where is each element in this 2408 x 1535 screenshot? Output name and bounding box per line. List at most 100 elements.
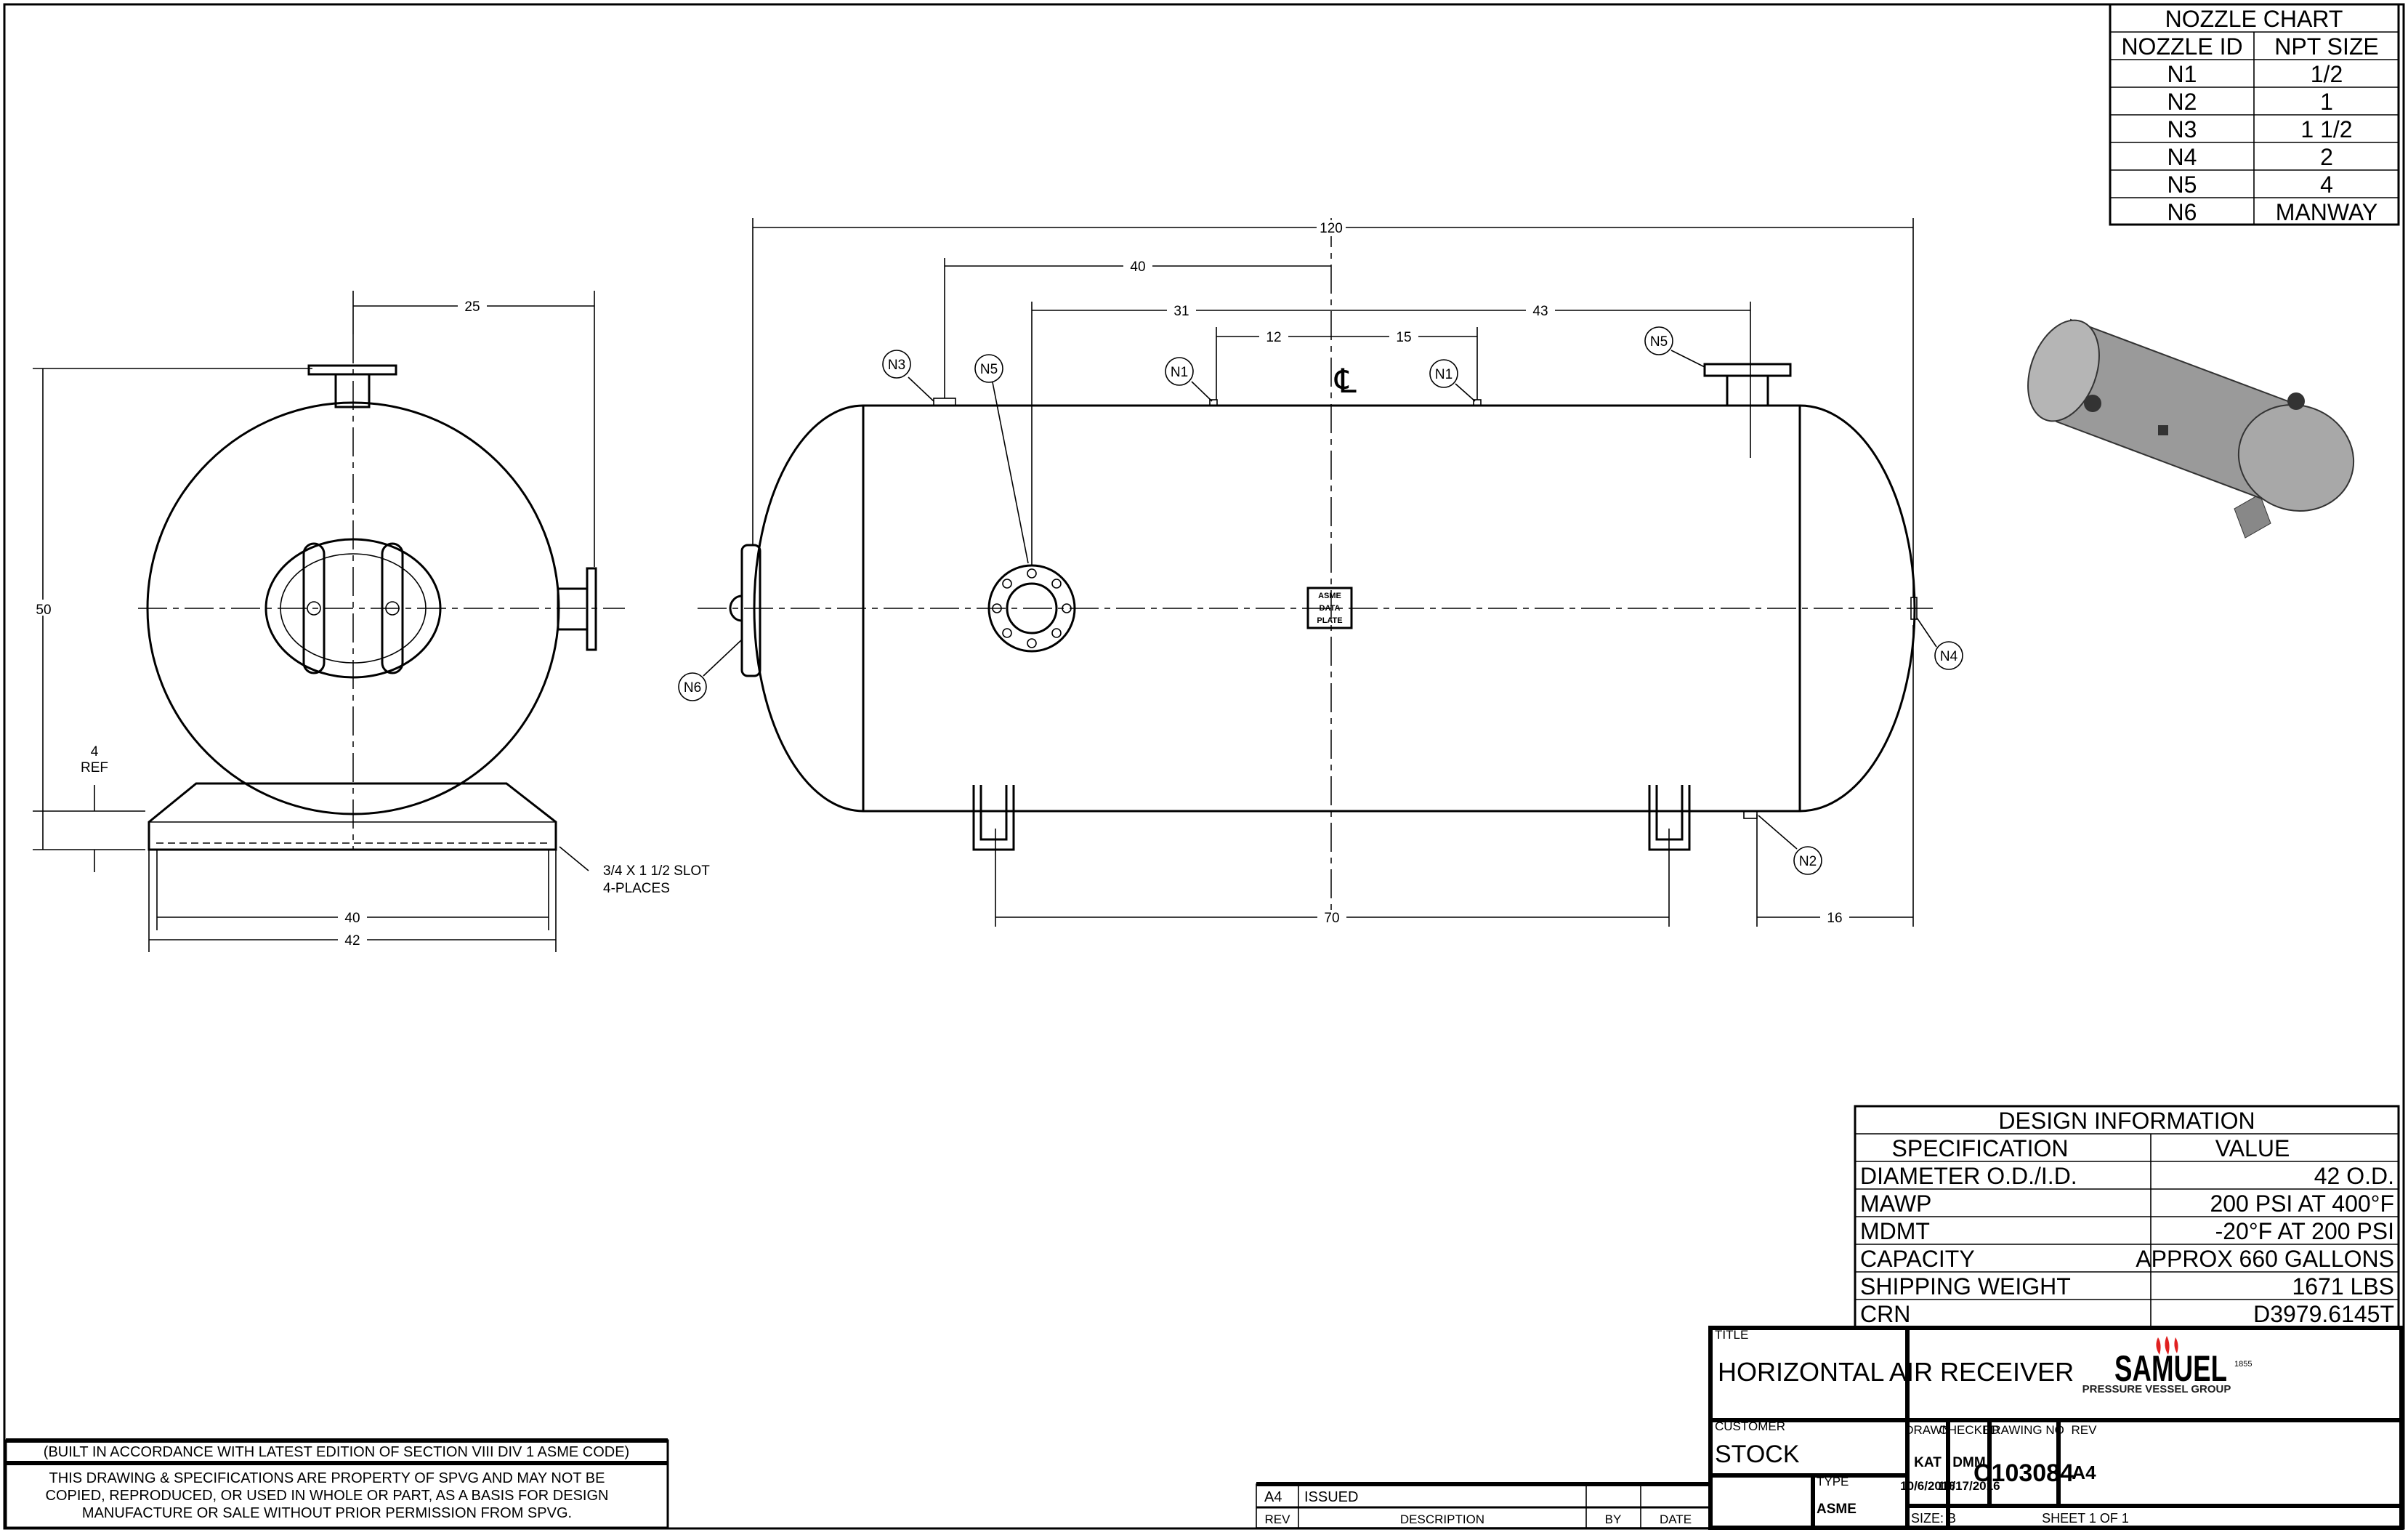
spec-value: -20°F AT 200 PSI: [2215, 1218, 2394, 1244]
nozzle-size: MANWAY: [2276, 199, 2377, 225]
spec-value: 1671 LBS: [2292, 1273, 2394, 1300]
nozzle-size: 1 1/2: [2300, 116, 2352, 142]
callout-n1: N1: [1435, 367, 1453, 382]
callout-n2: N2: [1799, 854, 1817, 869]
sheet-size-label: SIZE: B: [1911, 1511, 1956, 1526]
dim-4: 4: [91, 744, 99, 760]
rev-header-date: DATE: [1660, 1512, 1692, 1526]
callout-n4: N4: [1940, 649, 1958, 664]
side-view: ASME DATA PLATE ℄ 120 40 31 43 12 15 70 …: [678, 218, 1963, 927]
spec-label: MAWP: [1860, 1190, 1931, 1217]
drawing-title: HORIZONTAL AIR RECEIVER: [1718, 1357, 2074, 1387]
property-note: THIS DRAWING & SPECIFICATIONS ARE PROPER…: [49, 1470, 605, 1486]
nozzle-id: N2: [2167, 89, 2197, 115]
nozzle-id: N4: [2167, 144, 2197, 170]
nozzle-header-size: NPT SIZE: [2274, 33, 2378, 60]
nozzle-id: N3: [2167, 116, 2197, 142]
rev-label: REV: [2072, 1423, 2098, 1437]
spec-value: 200 PSI AT 400°F: [2210, 1190, 2394, 1217]
nozzle-header-id: NOZZLE ID: [2121, 33, 2242, 60]
type-label: TYPE: [1817, 1475, 1849, 1488]
spec-label: CAPACITY: [1860, 1246, 1975, 1272]
nozzle-chart: NOZZLE CHART NOZZLE ID NPT SIZE N1 1/2 N2…: [2109, 3, 2400, 226]
customer-value: STOCK: [1715, 1441, 1800, 1468]
spec-label: MDMT: [1860, 1218, 1930, 1244]
dim-31: 31: [1173, 304, 1189, 319]
data-plate-text: PLATE: [1317, 616, 1342, 625]
rev-value: A4: [2072, 1462, 2096, 1483]
dim-25: 25: [464, 299, 480, 315]
property-note: COPIED, REPRODUCED, OR USED IN WHOLE OR …: [46, 1488, 609, 1504]
nozzle-chart-title: NOZZLE CHART: [2165, 6, 2343, 32]
rev-header-rev: REV: [1265, 1512, 1291, 1526]
spec-label: CRN: [1860, 1301, 1910, 1327]
data-plate-text: ASME: [1318, 592, 1341, 600]
drawing-no-label: DRAWING NO: [1983, 1423, 2064, 1437]
dim-43: 43: [1532, 304, 1548, 319]
dim-16: 16: [1827, 911, 1842, 926]
notes-block: (BUILT IN ACCORDANCE WITH LATEST EDITION…: [4, 1438, 669, 1529]
nozzle-id: N5: [2167, 172, 2197, 198]
dim-4-ref: REF: [81, 760, 108, 775]
spec-label: SHIPPING WEIGHT: [1860, 1273, 2071, 1300]
spec-value: APPROX 660 GALLONS: [2136, 1246, 2394, 1272]
asme-code-note: (BUILT IN ACCORDANCE WITH LATEST EDITION…: [44, 1444, 629, 1460]
dim-12: 12: [1266, 330, 1281, 345]
design-header-spec: SPECIFICATION: [1892, 1135, 2069, 1161]
callout-n5: N5: [1650, 334, 1668, 350]
drawn-label: DRAWN: [1904, 1423, 1951, 1437]
slot-note: 3/4 X 1 1/2 SLOT: [603, 863, 710, 879]
title-label: TITLE: [1715, 1328, 1748, 1342]
nozzle-size: 1: [2320, 89, 2333, 115]
dim-120: 120: [1320, 221, 1343, 236]
spec-label: DIAMETER O.D./I.D.: [1860, 1163, 2077, 1189]
data-plate: [1306, 587, 1353, 629]
dim-42: 42: [344, 933, 360, 948]
checked-by: DMM: [1952, 1455, 1985, 1470]
checked-date: 10/17/2016: [1938, 1479, 2000, 1493]
dim-70: 70: [1324, 911, 1339, 926]
checked-label: CHECKED: [1939, 1423, 1999, 1437]
dim-40: 40: [1130, 259, 1145, 275]
design-info-title: DESIGN INFORMATION: [1998, 1108, 2255, 1134]
rev-header-by: BY: [1605, 1512, 1622, 1526]
drawn-by: KAT: [1914, 1455, 1942, 1470]
front-view: 25 50 4 REF 40 42 3/4 X 1 1/2 SLOT 4-PLA…: [33, 291, 710, 952]
nozzle-id: N1: [2167, 61, 2197, 87]
nozzle-id: N6: [2167, 199, 2197, 225]
isometric-vessel-render: [2027, 318, 2355, 539]
logo-wordmark: SAMUEL: [2114, 1348, 2227, 1389]
sheet-border: [3, 3, 2405, 1530]
nozzle-size: 1/2: [2311, 61, 2343, 87]
callout-n1: N1: [1171, 365, 1188, 380]
dim-15: 15: [1396, 330, 1411, 345]
design-info-table: DESIGN INFORMATION SPECIFICATION VALUE D…: [1854, 1105, 2400, 1329]
sheet-number: SHEET 1 OF 1: [2042, 1511, 2129, 1526]
rev-description: ISSUED: [1304, 1489, 1358, 1505]
callout-n5: N5: [980, 362, 998, 377]
title-block: TITLE HORIZONTAL AIR RECEIVER CUSTOMER S…: [1708, 1326, 2404, 1530]
nozzle-size: 4: [2320, 172, 2333, 198]
nozzle-size: 2: [2320, 144, 2333, 170]
slot-note-places: 4-PLACES: [603, 881, 670, 896]
centerline-symbol: ℄: [1334, 362, 1357, 400]
design-header-value: VALUE: [2215, 1135, 2290, 1161]
rev-id: A4: [1264, 1489, 1282, 1505]
spec-value: 42 O.D.: [2314, 1163, 2394, 1189]
data-plate-text: DATA: [1320, 604, 1341, 613]
dim-50: 50: [36, 603, 51, 618]
spec-value: D3979.6145T: [2253, 1301, 2394, 1327]
revision-table: A4 ISSUED REV DESCRIPTION BY DATE: [1256, 1482, 1711, 1528]
property-note: MANUFACTURE OR SALE WITHOUT PRIOR PERMIS…: [82, 1505, 572, 1521]
samuel-logo: SAMUEL 1855 PRESSURE VESSEL GROUP: [2082, 1336, 2252, 1395]
logo-subtitle: PRESSURE VESSEL GROUP: [2082, 1383, 2231, 1395]
rev-header-description: DESCRIPTION: [1400, 1512, 1484, 1526]
callout-n3: N3: [888, 358, 905, 373]
type-value: ASME: [1817, 1502, 1856, 1517]
callout-n6: N6: [684, 680, 701, 696]
drawn-date: 10/6/2016: [1900, 1479, 1955, 1493]
dim-40: 40: [344, 911, 360, 926]
logo-year: 1855: [2234, 1360, 2252, 1369]
drawing-number: C103084: [1973, 1459, 2074, 1487]
